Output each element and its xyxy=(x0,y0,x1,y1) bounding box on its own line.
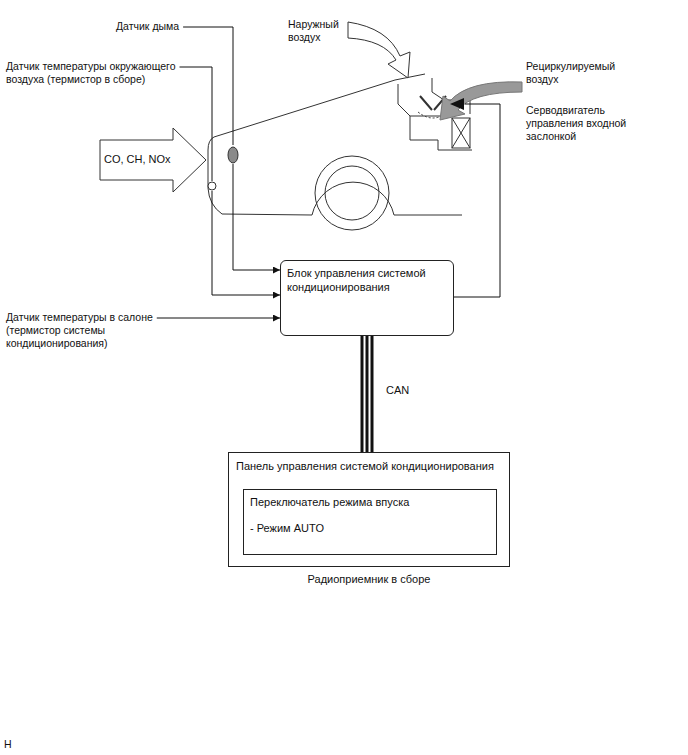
can-wire xyxy=(371,336,374,452)
wheel-outer xyxy=(315,156,389,230)
part-label: Датчик температуры в салоне (термистор с… xyxy=(6,311,178,350)
actuator-wire xyxy=(454,104,500,297)
edge-label: CAN xyxy=(384,384,411,396)
ambient-sensor xyxy=(208,182,216,190)
figure-code: H xyxy=(4,738,12,751)
recirc-air-arrow xyxy=(440,82,522,120)
box-text: Панель управления системой кондициониров… xyxy=(236,460,502,474)
control-unit-box: Блок управления системой кондиционирован… xyxy=(280,260,454,336)
smoke-leader xyxy=(183,27,233,145)
part-label: Датчик температуры окружающего воздуха (… xyxy=(6,60,186,86)
cabin-signal-wire xyxy=(157,318,280,319)
part-label: Наружный воздух xyxy=(288,18,350,44)
part-label: CO, CH, NOx xyxy=(104,153,171,167)
ambient-signal-wire xyxy=(212,191,280,295)
outside-air-arrow xyxy=(348,22,410,78)
can-wire xyxy=(361,336,364,452)
box-text: Блок управления системой кондиционирован… xyxy=(287,267,447,295)
part-label: Серводвигатель управления входной заслон… xyxy=(526,104,646,143)
smoke-signal-wire xyxy=(233,164,280,270)
can-bus xyxy=(362,336,372,452)
assembly-caption: Радиоприемник в сборе xyxy=(229,573,509,587)
can-wire xyxy=(366,336,369,452)
box-text: Переключатель режима впуска xyxy=(250,496,490,510)
exhaust-gas-arrow xyxy=(100,128,206,192)
damper-servo xyxy=(452,118,470,148)
smoke-sensor xyxy=(228,147,238,163)
car-body xyxy=(208,74,462,215)
actuator-arrowhead xyxy=(450,98,464,110)
part-label: Рециркулируемый воздух xyxy=(526,60,626,86)
damper-servo-x xyxy=(452,118,470,148)
control-panel-box: Панель управления системой кондициониров… xyxy=(228,452,510,567)
box-text: - Режим AUTO xyxy=(250,522,490,536)
switch-box: Переключатель режима впуска - Режим AUTO xyxy=(243,489,497,555)
part-label: Датчик дыма xyxy=(116,20,179,33)
wheel-inner xyxy=(325,166,379,220)
ambient-leader xyxy=(180,67,212,181)
